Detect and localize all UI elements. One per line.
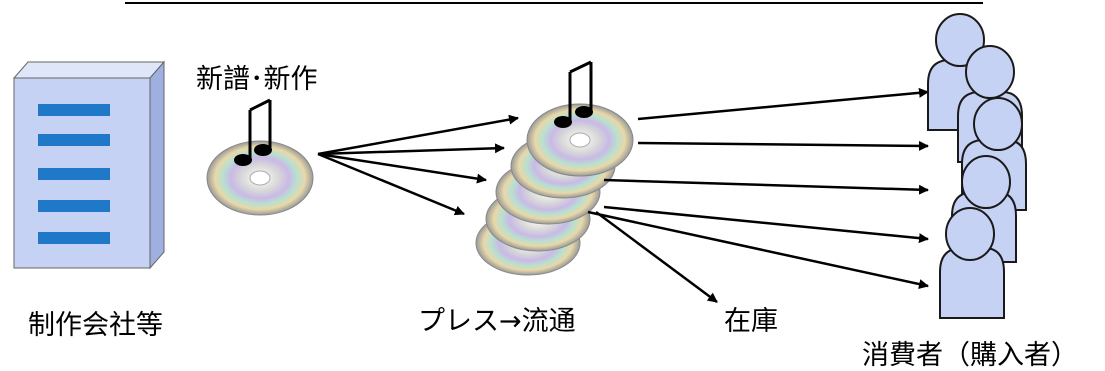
- press-distribution-label: プレス→流通: [418, 306, 576, 337]
- press-arrows: [317, 114, 519, 216]
- new-release-label: 新譜･新作: [196, 64, 318, 95]
- consumer-group: [927, 13, 1027, 319]
- cd-icon: [206, 140, 314, 216]
- inventory-label: 在庫: [724, 306, 778, 337]
- music-note-icon: [234, 98, 272, 166]
- producer-label: 制作会社等: [28, 310, 163, 341]
- cd-icon: [475, 103, 634, 276]
- building-icon: [12, 60, 166, 270]
- consumer-label: 消費者（購入者）: [862, 340, 1078, 371]
- person-icon: [939, 207, 1005, 319]
- distribution-arrows: [587, 87, 929, 304]
- music-note-icon: [554, 60, 593, 128]
